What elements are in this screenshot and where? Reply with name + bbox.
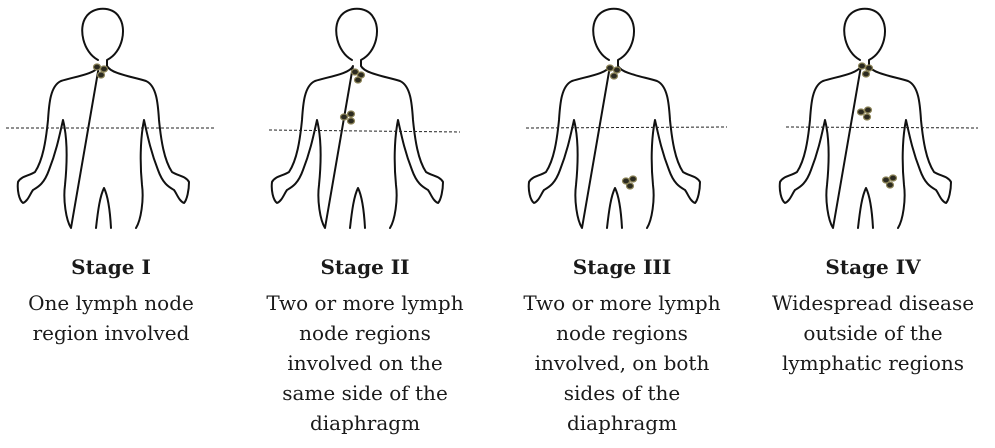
stage-title: Stage III — [497, 254, 747, 280]
stage-description-line: sides of the — [497, 378, 747, 408]
lymph-node-cluster-neck — [352, 69, 365, 83]
stage-description-line: Two or more lymph — [497, 288, 747, 318]
stage-description-line: Widespread disease — [748, 288, 995, 318]
body-figure-stage-3 — [497, 0, 747, 240]
stage-description-line: same side of the — [240, 378, 490, 408]
stage-2-panel: Stage II Two or more lymph node regions … — [240, 0, 490, 448]
stage-1-panel: Stage I One lymph node region involved — [0, 0, 236, 448]
stage-description-line: outside of the — [748, 318, 995, 348]
stage-description: Two or more lymph node regions involved … — [240, 288, 490, 438]
human-body-outline — [18, 9, 189, 228]
diaphragm-line — [786, 127, 978, 128]
human-body-outline — [529, 9, 700, 228]
stage-title: Stage II — [240, 254, 490, 280]
stage-description-line: involved, on both — [497, 348, 747, 378]
stage-description-line: One lymph node — [0, 288, 236, 318]
lymph-node-cluster-chest — [858, 107, 872, 120]
stage-4-panel: Stage IV Widespread disease outside of t… — [748, 0, 995, 448]
lymph-node-cluster-groin — [883, 175, 897, 188]
lymph-node-cluster-groin — [623, 176, 637, 189]
stage-description-line: node regions — [497, 318, 747, 348]
stage-title: Stage I — [0, 254, 236, 280]
stage-description-line: node regions — [240, 318, 490, 348]
body-figure-stage-2 — [240, 0, 490, 240]
stage-description: Two or more lymph node regions involved,… — [497, 288, 747, 438]
body-figure-stage-1 — [0, 0, 236, 240]
stage-description: Widespread disease outside of the lympha… — [748, 288, 995, 378]
stage-3-panel: Stage III Two or more lymph node regions… — [497, 0, 747, 448]
human-body-outline — [272, 9, 443, 228]
body-figure-stage-4 — [748, 0, 995, 240]
diaphragm-line — [269, 130, 460, 132]
stage-description-line: diaphragm — [240, 408, 490, 438]
stage-description: One lymph node region involved — [0, 288, 236, 348]
stage-title: Stage IV — [748, 254, 995, 280]
diaphragm-line — [526, 127, 727, 128]
stage-description-line: diaphragm — [497, 408, 747, 438]
stage-description-line: Two or more lymph — [240, 288, 490, 318]
stage-description-line: region involved — [0, 318, 236, 348]
stage-description-line: involved on the — [240, 348, 490, 378]
stage-description-line: lymphatic regions — [748, 348, 995, 378]
